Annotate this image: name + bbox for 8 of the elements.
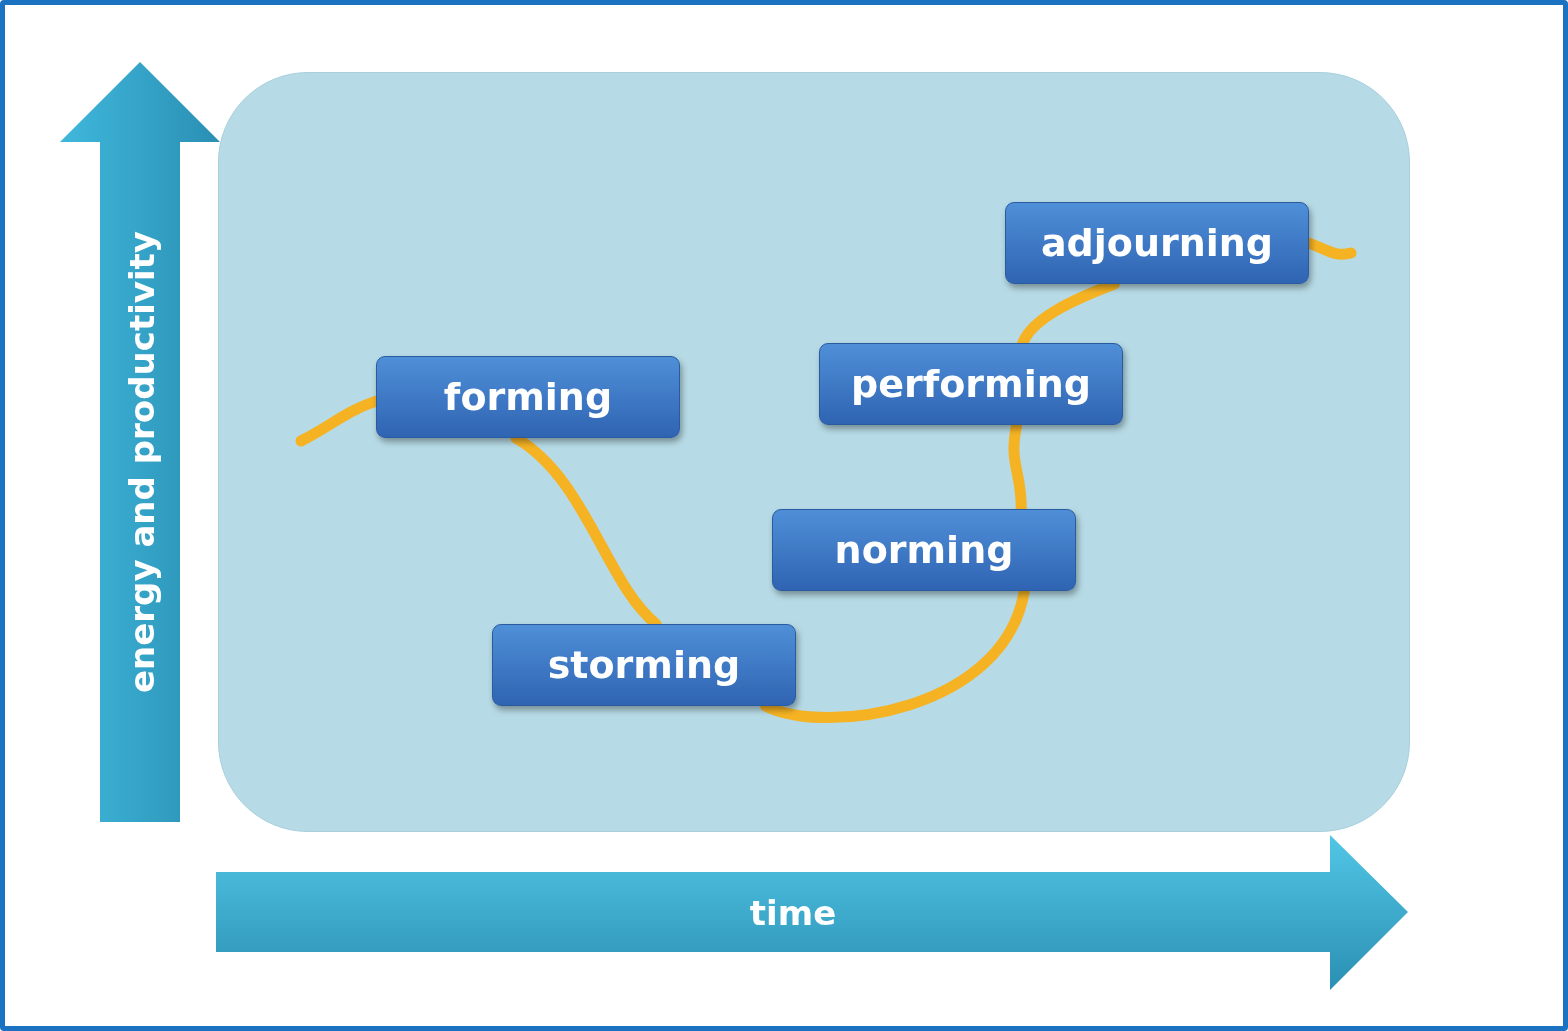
axis-label: energy and productivity bbox=[122, 230, 162, 694]
stage-box: adjourning bbox=[1005, 202, 1309, 284]
stage-box: norming bbox=[772, 509, 1076, 591]
stage-box: forming bbox=[376, 356, 680, 438]
background-panel bbox=[218, 72, 1410, 832]
stage-box: performing bbox=[819, 343, 1123, 425]
stage-box: storming bbox=[492, 624, 796, 706]
axis-label: time bbox=[749, 893, 837, 933]
